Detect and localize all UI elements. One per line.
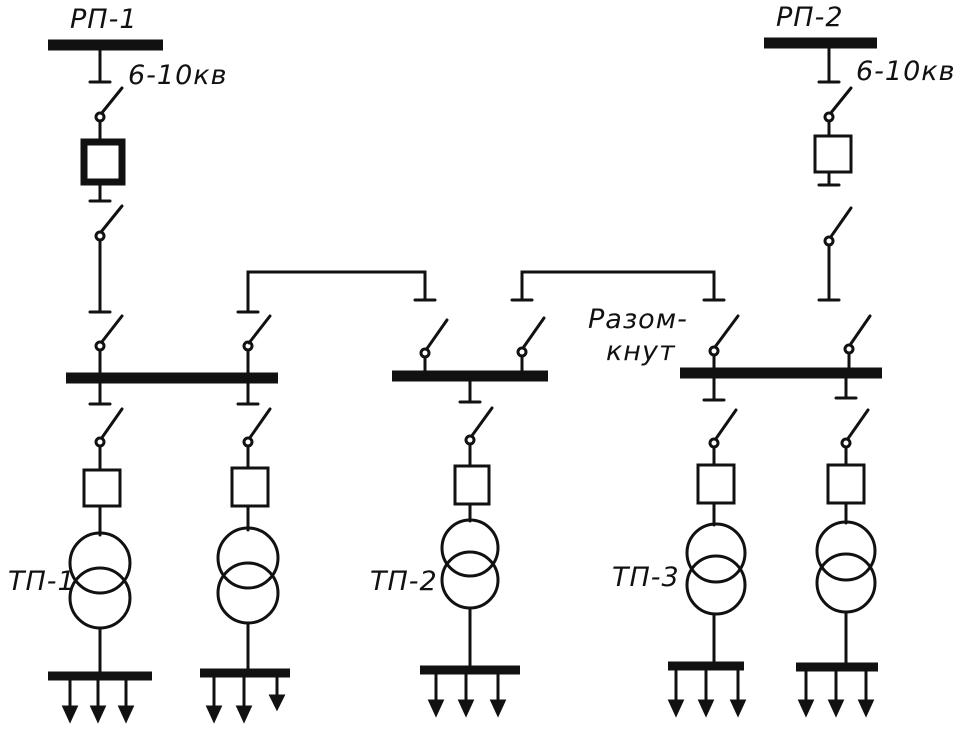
- feeder-unlabeled-2: [796, 378, 878, 714]
- rp1-label: РП-1: [70, 4, 138, 35]
- rp1-disconnector-1: [101, 88, 122, 114]
- feeder-tp3: [668, 378, 745, 714]
- rp2-label: РП-2: [776, 2, 844, 33]
- tp3-label: ТП-3: [612, 562, 680, 593]
- rp2-breaker: [815, 136, 851, 172]
- voltage-label-rp2: 6-10кв: [856, 56, 956, 87]
- tp1-label: ТП-1: [8, 566, 76, 597]
- feeder-unlabeled-1: [200, 383, 290, 720]
- rp1-breaker: [84, 142, 122, 182]
- rp1-disconnector-2: [101, 206, 122, 232]
- feeder-tp1: [48, 383, 152, 720]
- tie-line-right-open: [522, 272, 714, 300]
- tie-line-left: [248, 272, 425, 312]
- feeder-tp2: [420, 381, 520, 714]
- tp2-label: ТП-2: [370, 566, 438, 597]
- open-switch-label-line1: Разом-: [588, 304, 688, 335]
- open-switch-label-line2: кнут: [606, 336, 676, 367]
- voltage-label-rp1: 6-10кв: [128, 60, 228, 91]
